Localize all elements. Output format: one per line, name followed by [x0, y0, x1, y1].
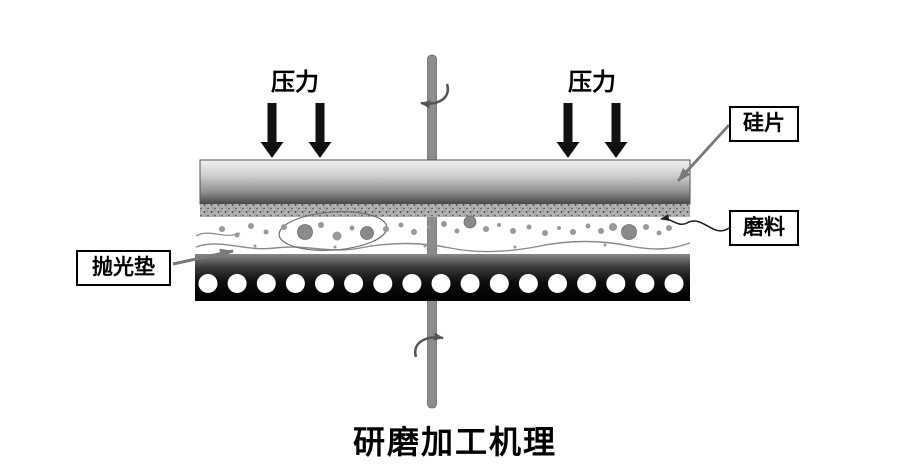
pad-hole — [285, 274, 305, 293]
pad-hole — [256, 274, 276, 293]
pressure-arrow-icon — [604, 103, 628, 158]
wafer-bar — [199, 159, 691, 205]
diagram-title: 研磨加工机理 — [352, 424, 557, 460]
pressure-arrow-icon — [260, 103, 284, 158]
abrasive-label-box: 磨料 — [729, 210, 799, 247]
pad-label: 抛光垫 — [92, 256, 155, 279]
wafer-pointer-arrow — [676, 124, 731, 182]
pad-hole — [548, 274, 567, 293]
pad-label-box: 抛光垫 — [76, 250, 171, 287]
pad-pointer-arrow — [172, 248, 234, 266]
abrasive-particles — [219, 215, 672, 249]
wafer-label: 硅片 — [743, 112, 785, 135]
pad-hole — [664, 274, 684, 293]
pressure-label-left: 压力 — [271, 69, 319, 96]
pad-hole — [460, 274, 480, 293]
pressure-label-right: 压力 — [568, 69, 616, 96]
rotation-arrow-top-icon — [420, 83, 450, 109]
pad-hole — [315, 274, 334, 293]
pad-holes — [198, 274, 684, 293]
spindle-shaft — [427, 54, 437, 409]
pad-hole — [606, 274, 626, 293]
pressure-arrows — [260, 103, 628, 158]
pad-hole — [344, 274, 364, 293]
pressure-arrow-icon — [308, 103, 332, 158]
pad-hole — [635, 274, 655, 293]
abrasive-strip — [200, 204, 690, 217]
pad-hole — [198, 274, 218, 293]
rotation-arrow-bottom-icon — [413, 332, 444, 358]
pad-hole — [431, 274, 451, 293]
slurry-wave-line — [195, 240, 691, 253]
abrasive-pointer-squiggle — [660, 214, 730, 232]
pad-hole — [518, 274, 538, 293]
pad-hole — [373, 274, 393, 293]
slurry-zone — [195, 211, 691, 253]
wafer-label-box: 硅片 — [729, 106, 799, 143]
pad-hole — [402, 274, 422, 293]
slurry-wave-line-small — [195, 232, 241, 237]
pad-hole — [227, 274, 247, 293]
pad-hole — [577, 274, 597, 293]
pressure-arrow-icon — [556, 103, 580, 158]
abrasive-label: 磨料 — [743, 216, 785, 239]
pad-hole — [489, 274, 509, 293]
